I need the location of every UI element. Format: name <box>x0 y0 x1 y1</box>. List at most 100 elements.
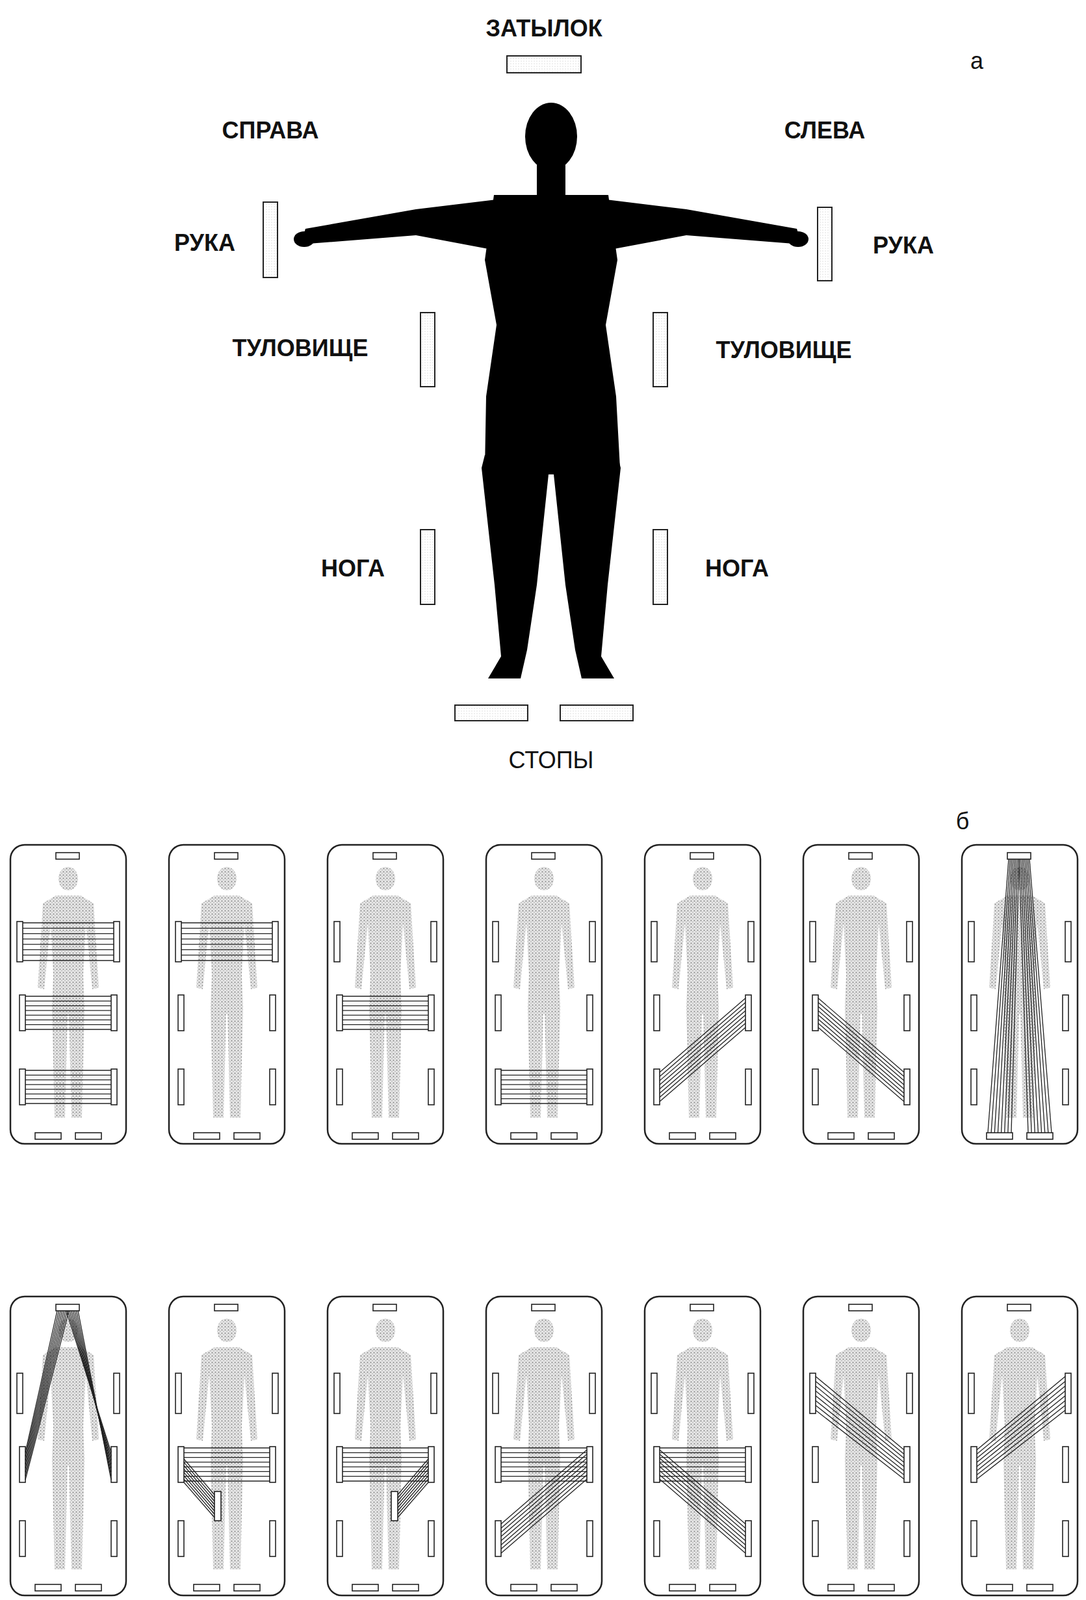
current-line <box>659 998 746 1073</box>
electrode <box>175 921 182 962</box>
current-line <box>25 1009 112 1011</box>
current-line <box>815 1381 905 1454</box>
electrode <box>653 1520 660 1557</box>
body-figure <box>513 1347 575 1570</box>
current-line <box>1004 859 1017 1133</box>
electrode-panel <box>168 844 285 1144</box>
current-line <box>25 1069 112 1071</box>
body-part-label: ЗАТЫЛОК <box>485 16 602 41</box>
current-line <box>659 1006 746 1081</box>
current-line <box>501 1466 587 1541</box>
panel-frame <box>803 844 919 1144</box>
current-band <box>25 1070 112 1104</box>
electrode <box>906 921 913 962</box>
electrode <box>336 1520 343 1557</box>
electrode <box>970 1446 977 1483</box>
electrode <box>214 1491 221 1521</box>
electrode <box>19 1520 26 1557</box>
current-line <box>25 1005 112 1007</box>
electrode <box>709 1584 736 1591</box>
current-line <box>342 1024 429 1025</box>
electrode <box>269 1520 276 1557</box>
current-line <box>501 1449 587 1525</box>
current-band <box>815 1376 905 1480</box>
current-line <box>659 1447 746 1448</box>
electrode <box>35 1584 62 1591</box>
body-part-label: НОГА <box>705 556 769 581</box>
current-line <box>1024 859 1042 1133</box>
electrode <box>111 1446 117 1483</box>
panel-frame <box>486 1296 602 1596</box>
current-line <box>342 1452 429 1454</box>
current-band <box>183 1459 215 1518</box>
panel-frame <box>327 844 444 1144</box>
panel-frame <box>168 844 285 1144</box>
panel-frame <box>961 1296 1078 1596</box>
current-line <box>818 1023 905 1098</box>
current-line <box>659 1475 746 1550</box>
electrode <box>430 921 437 962</box>
electrode <box>970 1069 977 1105</box>
electrode <box>19 1069 26 1105</box>
current-line <box>397 1462 429 1499</box>
electrode <box>827 1584 854 1591</box>
electrode <box>1062 1069 1069 1105</box>
current-line <box>183 1479 215 1515</box>
electrode <box>669 1132 696 1140</box>
current-line <box>818 1015 905 1090</box>
current-line <box>22 933 114 934</box>
electrode <box>812 995 819 1031</box>
electrode <box>75 1584 102 1591</box>
current-line <box>501 1447 587 1448</box>
electrode <box>653 995 660 1031</box>
current-line <box>501 1079 587 1081</box>
electrode <box>492 921 499 962</box>
current-line <box>25 1088 112 1090</box>
electrode <box>214 852 238 860</box>
body-silhouette <box>293 102 809 679</box>
current-line <box>22 943 114 945</box>
body-figure <box>354 1347 416 1570</box>
electrode-panel <box>486 1296 602 1596</box>
electrode <box>269 995 276 1031</box>
electrode <box>111 1520 117 1557</box>
electrode <box>269 1069 276 1105</box>
electrode <box>968 1373 975 1414</box>
current-band <box>181 922 273 961</box>
electrode <box>745 1069 752 1105</box>
current-line <box>183 1459 215 1495</box>
body-part-label: ТУЛОВИЩЕ <box>232 336 369 361</box>
current-line <box>815 1376 905 1450</box>
current-line <box>501 1475 587 1550</box>
current-band <box>397 1459 429 1518</box>
current-line <box>501 1471 587 1473</box>
current-line <box>181 959 273 961</box>
electrode-panel <box>961 844 1078 1144</box>
electrode <box>19 1446 26 1483</box>
current-line <box>183 1462 215 1499</box>
current-line <box>976 1390 1066 1463</box>
body-figure <box>375 1318 396 1343</box>
electrode <box>848 1304 873 1311</box>
current-band <box>818 998 905 1102</box>
electrode <box>373 852 397 860</box>
current-line <box>815 1400 905 1471</box>
electrode-panel <box>961 1296 1078 1596</box>
current-line <box>22 949 114 951</box>
electrode <box>551 1132 578 1140</box>
electrode <box>352 1132 379 1140</box>
current-line <box>659 1466 746 1467</box>
electrode <box>531 1304 556 1311</box>
current-line <box>659 1002 746 1077</box>
electrode <box>1062 1446 1069 1483</box>
current-line <box>342 1009 429 1011</box>
current-band <box>659 998 746 1102</box>
current-line <box>397 1482 429 1518</box>
body-figure <box>534 866 554 891</box>
electrode <box>745 1446 752 1483</box>
electrode <box>334 921 340 962</box>
body-figure <box>692 866 713 891</box>
electrode-panel <box>644 1296 761 1596</box>
body-figure <box>534 1318 554 1343</box>
current-line <box>501 1452 587 1454</box>
